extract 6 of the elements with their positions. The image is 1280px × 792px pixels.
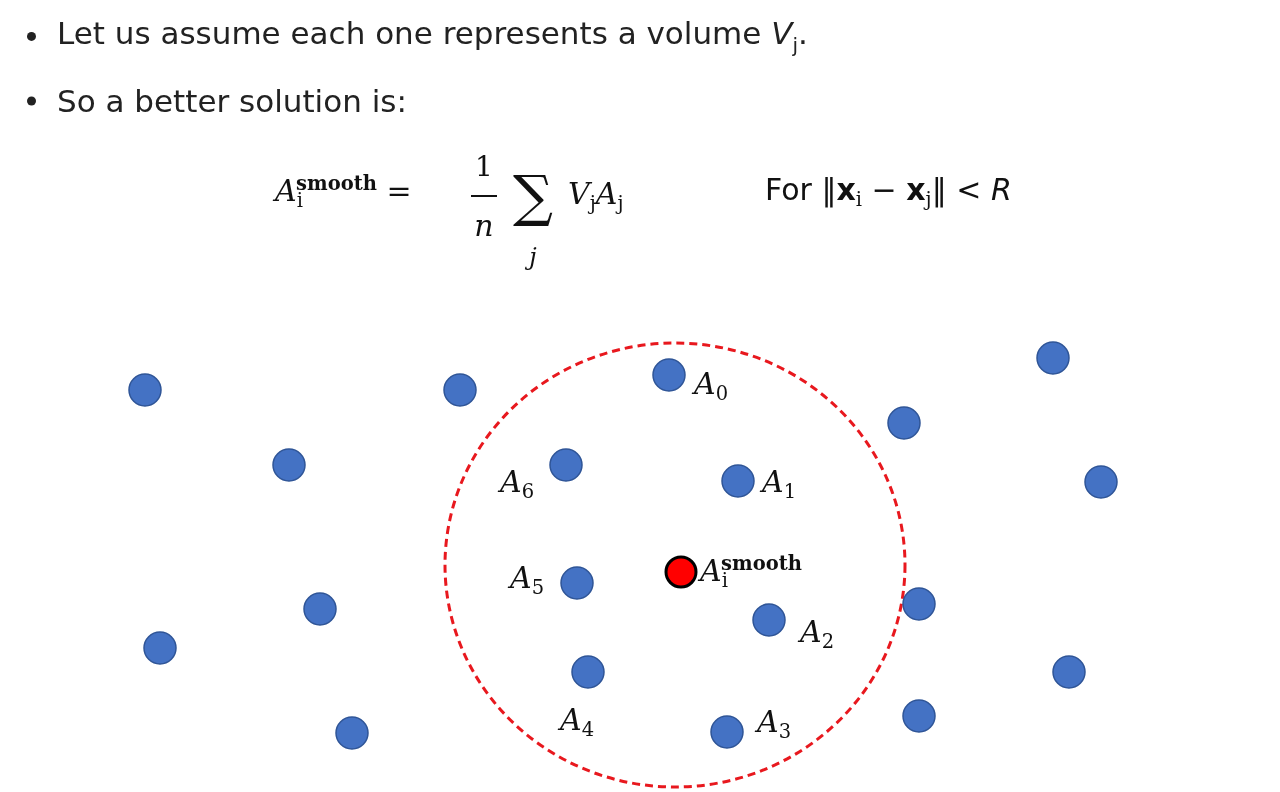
- condition-text: For ‖x$_{i}$ − x$_{j}$‖ < R: [765, 174, 1012, 210]
- bullet-text: So a better solution is:: [57, 83, 407, 119]
- formula-text: ∑: [513, 168, 553, 224]
- formula-text: 1: [475, 153, 493, 181]
- formula-text: V$_{j}$A$_{j}$: [568, 178, 624, 214]
- formula-text: n: [474, 211, 494, 241]
